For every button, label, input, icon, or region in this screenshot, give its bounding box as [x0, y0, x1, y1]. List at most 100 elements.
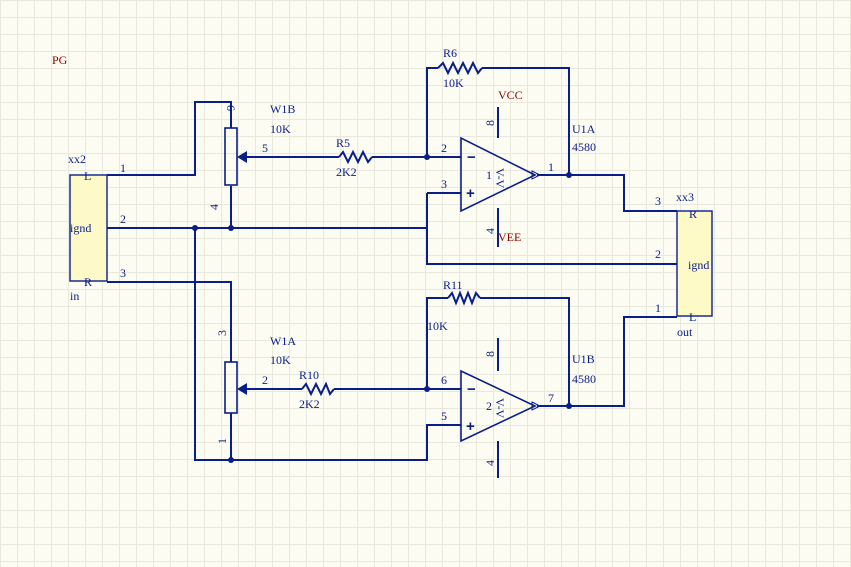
pot-w1b-wiper [237, 151, 247, 163]
input-pin-label-l: L [84, 169, 91, 183]
input-connector-body [69, 174, 108, 282]
junctions [192, 154, 572, 463]
junction [566, 172, 572, 178]
opamp-u1b-designator: U1B [572, 352, 595, 366]
pot-w1a[interactable]: W1A 10K 3 2 1 [215, 330, 296, 444]
opamp-u1a-plus: + [466, 185, 475, 202]
resistor-r6-zigzag [437, 60, 483, 76]
resistor-r10-value: 2K2 [299, 397, 320, 411]
pot-w1a-value: 10K [270, 353, 291, 367]
opamp-u1b-pin-8: 8 [483, 351, 497, 357]
wire-fb-a-left [426, 67, 438, 157]
opamp-u1a-unit: 1 [486, 168, 492, 182]
opamp-u1b[interactable]: − + 2 V-V 6 5 7 8 4 U1B 4580 [441, 351, 596, 466]
resistor-r5[interactable]: R5 2K2 [336, 136, 373, 179]
vee-label: VEE [498, 230, 521, 244]
opamp-u1b-pin-5: 5 [441, 409, 447, 423]
resistor-r10[interactable]: R10 2K2 [299, 368, 335, 411]
output-pin-number-3: 3 [655, 194, 661, 208]
wire-ground-lower [194, 228, 461, 461]
vcc-label: VCC [498, 88, 523, 102]
pot-w1b[interactable]: W1B 10K 6 5 4 [207, 102, 295, 210]
resistor-r11[interactable]: R11 10K [427, 278, 481, 333]
opamp-u1b-minus: − [467, 381, 476, 398]
resistor-r5-zigzag [338, 149, 373, 165]
resistor-r6-value: 10K [443, 76, 464, 90]
opamp-u1b-unit: 2 [486, 399, 492, 413]
resistor-r5-designator: R5 [336, 136, 350, 150]
output-pin-label-r: R [689, 207, 697, 221]
wire-out-b [537, 316, 677, 407]
pot-w1a-pin-1: 1 [215, 438, 229, 444]
opamp-u1b-part: 4580 [572, 372, 596, 386]
opamp-u1b-body [460, 369, 537, 443]
resistor-r11-zigzag [447, 290, 481, 306]
junction [228, 225, 234, 231]
resistor-r11-value: 10K [427, 319, 448, 333]
opamp-u1b-pin-7: 7 [548, 391, 554, 405]
input-pin-number-3: 3 [120, 266, 126, 280]
junction [228, 457, 234, 463]
output-connector-body [676, 210, 713, 317]
opamp-u1b-plus: + [466, 418, 475, 435]
wire-fb-a-right [482, 67, 570, 175]
pot-w1a-designator: W1A [270, 334, 296, 348]
opamp-u1a[interactable]: − + 1 V-V 2 3 1 8 4 U1A 4580 [441, 120, 596, 234]
pot-w1b-body [224, 127, 238, 186]
opamp-u1a-pin-3: 3 [441, 177, 447, 191]
output-pin-number-1: 1 [655, 301, 661, 315]
wire-ground-out [426, 193, 677, 265]
pot-w1b-designator: W1B [270, 102, 295, 116]
opamp-u1a-part: 4580 [572, 140, 596, 154]
wire-fb-b-left [426, 297, 448, 389]
pot-w1b-pin-4: 4 [207, 204, 221, 210]
opamp-u1a-pin-1: 1 [548, 160, 554, 174]
resistor-r10-zigzag [301, 381, 335, 397]
opamp-u1b-pin-4: 4 [483, 460, 497, 466]
opamp-u1a-body [460, 136, 537, 213]
opamp-u1b-out-marker [531, 401, 542, 411]
junction [424, 154, 430, 160]
wire-fb-b-right [480, 297, 570, 406]
input-pin-number-2: 2 [120, 212, 126, 226]
opamp-u1a-pin-2: 2 [441, 141, 447, 155]
pot-w1b-value: 10K [270, 122, 291, 136]
pot-w1b-pin-5: 5 [262, 141, 268, 155]
output-connector[interactable]: xx3 R ignd L out 3 2 1 [655, 190, 713, 339]
pot-w1a-wiper [237, 383, 247, 395]
input-pin-label-r: R [84, 275, 92, 289]
opamp-u1b-pin-6: 6 [441, 373, 447, 387]
output-pin-label-l: L [689, 310, 696, 324]
wire-input-right [107, 281, 232, 362]
resistor-r6-designator: R6 [443, 46, 457, 60]
pot-w1a-pin-2: 2 [262, 373, 268, 387]
sheet-title: PG [52, 53, 68, 67]
output-connector-name: out [677, 325, 693, 339]
input-connector-name: in [70, 289, 79, 303]
pot-w1a-body [224, 361, 238, 414]
output-pin-label-ignd: ignd [688, 258, 709, 272]
junction [566, 403, 572, 409]
output-connector-designator: xx3 [676, 190, 694, 204]
wire-out-a [537, 174, 677, 212]
opamp-u1a-out-marker [531, 170, 542, 180]
resistor-r11-designator: R11 [443, 278, 463, 292]
opamp-u1a-designator: U1A [572, 122, 596, 136]
input-pin-number-1: 1 [120, 161, 126, 175]
resistor-r6[interactable]: R6 10K [437, 46, 483, 90]
junction [424, 386, 430, 392]
input-pin-label-ignd: ignd [70, 221, 91, 235]
pot-w1a-pin-3: 3 [215, 330, 229, 336]
wire-input-left [107, 101, 232, 176]
opamp-u1a-minus: − [467, 149, 476, 166]
opamp-u1a-supply: V-V [493, 168, 507, 189]
input-connector[interactable]: xx2 L ignd R in 1 2 3 [68, 152, 126, 303]
pot-w1b-pin-6: 6 [224, 105, 238, 111]
junction [192, 225, 198, 231]
wires [107, 67, 677, 478]
input-connector-designator: xx2 [68, 152, 86, 166]
output-pin-number-2: 2 [655, 247, 661, 261]
opamp-u1b-supply: V-V [493, 398, 507, 419]
